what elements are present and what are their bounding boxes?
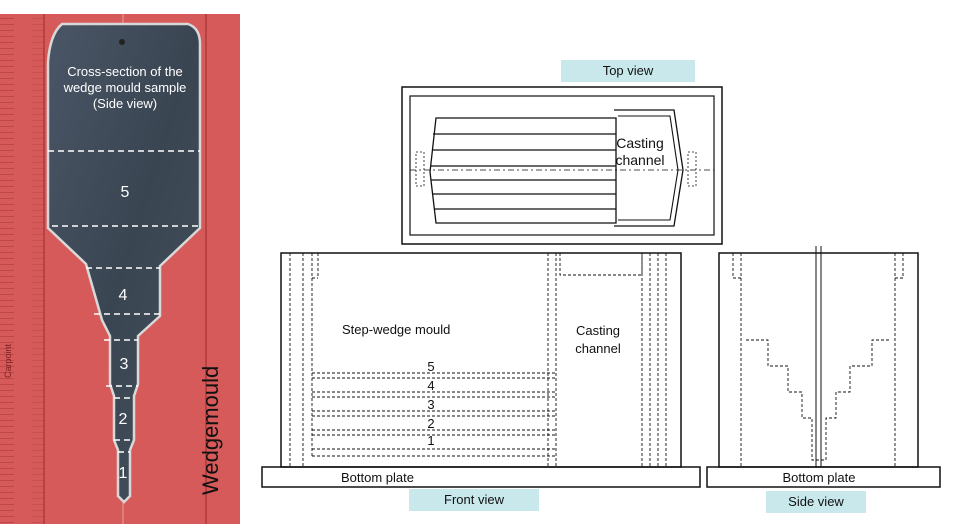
front-view-body xyxy=(280,252,682,468)
front-view-step-4: 4 xyxy=(427,378,434,393)
side-view-bottom-plate xyxy=(706,466,941,488)
top-view-mould-cavity xyxy=(429,117,617,224)
wedgemould-label: Wedgemould xyxy=(198,366,223,495)
side-view-bottom-plate-label: Bottom plate xyxy=(783,470,856,485)
side-view-label: Side view xyxy=(766,491,866,513)
top-view-pin-left xyxy=(415,151,425,187)
front-view-bottom-plate xyxy=(261,466,701,488)
sample-photo: Cross-section of the wedge mould sample … xyxy=(0,14,240,524)
front-view-bottom-plate-label: Bottom plate xyxy=(341,470,414,485)
top-view-channel-inner xyxy=(618,115,679,221)
top-view-channel-outer xyxy=(614,109,684,227)
front-view xyxy=(261,252,701,488)
front-view-step-5: 5 xyxy=(427,359,434,374)
photo-caption-line-2: wedge mould sample xyxy=(63,80,187,95)
front-view-step-3: 3 xyxy=(427,397,434,412)
front-view-step-2: 2 xyxy=(427,416,434,431)
top-view-channel-label-1: Casting xyxy=(616,135,663,151)
wedge-sample xyxy=(46,22,202,504)
photo-step-4: 4 xyxy=(119,287,128,304)
sample-hole xyxy=(119,39,125,45)
front-view-hidden-lines xyxy=(289,252,667,467)
top-view xyxy=(401,86,723,245)
front-view-channel-label-2: channel xyxy=(575,341,621,356)
top-view-channel-label-2: channel xyxy=(615,152,664,168)
front-view-channel-label-1: Casting xyxy=(576,323,620,338)
top-view-inner xyxy=(409,95,715,236)
side-view xyxy=(706,246,941,488)
top-view-outer xyxy=(401,86,723,245)
front-view-step-1: 1 xyxy=(427,433,434,448)
front-view-mould-label: Step-wedge mould xyxy=(342,322,450,337)
photo-caption-line-1: Cross-section of the xyxy=(67,64,183,79)
top-view-label: Top view xyxy=(561,60,695,82)
photo-step-2: 2 xyxy=(119,411,128,428)
photo-step-5: 5 xyxy=(121,184,130,201)
ruler-brand-text: Carpoint xyxy=(3,343,13,378)
ruler-ticks xyxy=(0,14,14,524)
top-view-pin-right xyxy=(687,151,697,187)
photo-step-1: 1 xyxy=(119,465,128,482)
section-lines xyxy=(48,150,200,453)
photo-step-3: 3 xyxy=(120,356,129,373)
top-view-step-lines xyxy=(431,133,616,210)
ruler-ticks-inner xyxy=(32,14,44,524)
side-view-body xyxy=(718,252,919,468)
front-view-label: Front view xyxy=(409,489,539,511)
photo-caption-line-3: (Side view) xyxy=(93,96,157,111)
side-view-hidden-lines xyxy=(732,253,904,467)
